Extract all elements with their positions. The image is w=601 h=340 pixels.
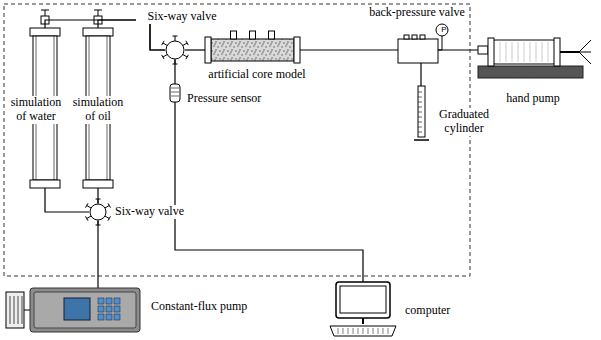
component-label: simulation of oil [66,96,130,124]
component-label: artificial core model [196,68,318,82]
pressure-sensor: Pressure sensor [170,84,180,102]
component-label: computer [404,304,476,318]
pressure-sensor-shape [170,84,180,102]
component-label: hand pump [492,92,574,106]
pipe-line [97,221,98,288]
pipe-line [438,49,478,50]
back-pressure-valve: back-pressure valve [398,39,438,63]
pipe-line [300,49,398,50]
graduated-cylinder: Graduated cylinder [417,86,426,140]
component-label: Six-way valve [136,10,228,24]
computer-shape [330,282,396,336]
pipe-line [45,188,89,212]
constant-flux-pump-shape [30,288,140,332]
back-pressure-valve-shape [398,39,438,63]
component-label: Pressure sensor [186,92,278,106]
pipe-line [175,102,363,282]
component-label: Constant-flux pump [150,300,272,314]
oil-cylinder: simulation of oil [83,28,113,188]
graduated-cylinder-shape [417,86,426,140]
gauge-letter: P [439,26,449,34]
pipe-line [420,63,421,86]
pipe-line [97,188,98,203]
six-way-valve-shape [89,203,107,221]
six-way-valve-shape [165,40,185,60]
six-way-valve: Six-way valve [89,203,107,221]
computer: computer [330,282,396,336]
six-way-valve: Six-way valve [165,40,185,60]
component-label: Six-way valve [114,205,206,219]
component-label: simulation of water [6,96,66,124]
component-label: Graduated cylinder [432,108,496,136]
core-model-shape [205,37,300,63]
water-cylinder: simulation of water [30,28,60,188]
pipe-line [185,49,205,50]
core-model: artificial core model [205,37,300,63]
constant-flux-pump: Constant-flux pump [30,288,140,332]
dashed-enclosure [4,4,470,276]
component-label: back-pressure valve [366,6,468,20]
hand-pump-shape [478,36,593,80]
hand-pump: hand pump [478,36,593,80]
